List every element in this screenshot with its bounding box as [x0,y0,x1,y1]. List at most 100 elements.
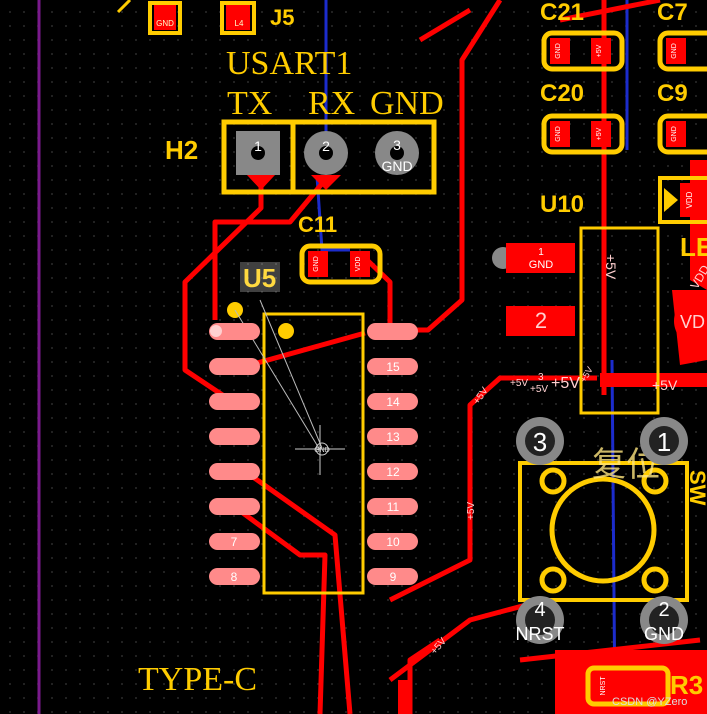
pad-teardrop [247,175,275,190]
pad-net-label: VDD [685,191,694,208]
origin-cross [295,425,345,475]
designator-j5: J5 [270,5,294,30]
pin-number: 14 [386,395,400,409]
designator-u5: U5 [243,263,276,293]
pin-number: 9 [390,570,397,584]
net-label: 3 [538,372,544,383]
pad-net-label: NRST [600,676,607,696]
u5-pin-14[interactable]: 14 [367,393,418,410]
net-label: +5V [551,375,580,392]
watermark: CSDN @YZero [612,696,687,708]
pin-number: 1 [657,427,671,457]
header-h2 [221,119,437,195]
pin-number: 13 [386,430,400,444]
header-pin-2[interactable]: 2 [304,131,348,175]
capacitor-c7[interactable]: GND [657,30,707,72]
u5-pin-8[interactable]: 8 [209,568,260,585]
u5-pin-1[interactable] [209,323,260,340]
pad-net-label: L4 [235,19,244,28]
designator-h2: H2 [165,135,198,165]
silk-rx-label: RX [308,85,355,122]
pad-net-label: VDD [355,257,362,272]
capacitor-c20[interactable]: GND +5V [541,113,625,155]
designator-r3: R3 [670,670,703,700]
pad-teardrop [311,175,341,190]
net-label: +5V [510,378,528,389]
designator-c21: C21 [540,0,584,26]
pin-number: 7 [231,535,238,549]
diode-vdd[interactable]: VDD [658,176,707,224]
net-label: +5V [603,254,619,280]
switch-pin-3[interactable]: 3 [516,417,564,465]
pin-number: 10 [386,535,400,549]
header-pin-3[interactable]: 3 GND [375,131,419,175]
u5-pin-9[interactable]: 9 [367,568,418,585]
pin-net: GND [644,624,684,644]
u5-pin-5[interactable] [209,463,260,480]
silk-corner-mark [116,0,132,14]
pad-vd[interactable]: VD [674,295,707,347]
pin-net: GND [381,158,412,174]
silk-typec-label: TYPE-C [138,661,257,698]
u5-pin-2[interactable] [209,358,260,375]
switch-pin-1[interactable]: 1 [640,417,688,465]
pad-net-label: GND [671,126,678,142]
pad-net-label: GND [313,256,320,272]
designator-c7: C7 [657,0,688,26]
pin-number: 2 [535,308,547,333]
pin-number: 1 [538,247,544,258]
pin-number: 8 [231,570,238,584]
pad-top-left-gnd[interactable]: GND [148,1,182,35]
capacitor-c11[interactable]: GND VDD [299,243,383,285]
u5-pin-4[interactable] [209,428,260,445]
pad-net-label: +5V [596,127,603,140]
resistor-r3[interactable]: NRST [585,665,671,707]
u10-pad-1[interactable]: 1 GND [492,243,575,273]
u5-pin-16[interactable] [367,323,418,340]
pad-net-label: GND [156,19,174,28]
regulator-u10[interactable]: +5V [579,226,660,415]
ic-u5[interactable]: GND [227,299,365,595]
designator-c11: C11 [298,212,337,237]
pin-number: 12 [386,465,400,479]
switch-pin-4[interactable]: 4 NRST [516,596,565,644]
pad-top-l4[interactable]: L4 [220,1,256,35]
pad-net-label: +5V [596,44,603,57]
u5-left-pads: 7 8 [209,323,260,585]
designator-led: LE [680,232,707,262]
u5-pin-7[interactable]: 7 [209,533,260,550]
pin-number: 11 [387,500,400,514]
u5-pin-11[interactable]: 11 [367,498,418,515]
switch-pin-2[interactable]: 2 GND [640,596,688,644]
u5-pin-15[interactable]: 15 [367,358,418,375]
u10-pad-2[interactable]: 2 [506,306,575,336]
reset-switch[interactable]: 复位 [518,446,689,602]
silk-gnd-label: GND [370,85,444,122]
capacitor-c9[interactable]: GND [657,113,707,155]
u5-pin-6[interactable] [209,498,260,515]
pad-net-label: GND [671,43,678,59]
net-label: +5V [530,384,548,395]
u5-pin-12[interactable]: 12 [367,463,418,480]
pin-net: NRST [516,624,565,644]
pad-net-label: GND [555,126,562,142]
u5-pin-13[interactable]: 13 [367,428,418,445]
u5-right-pads: 15 14 13 12 11 10 9 [367,323,418,585]
capacitor-c21[interactable]: GND +5V [541,30,625,72]
silk-tx-label: TX [227,85,272,122]
header-pin-1[interactable]: 1 [236,131,280,175]
pin-number: 3 [533,427,547,457]
pin-number: 3 [393,137,401,153]
designator-c9: C9 [657,80,688,107]
u5-pin-10[interactable]: 10 [367,533,418,550]
designator-sw: SW [685,470,707,506]
pad-net-label: GND [555,43,562,59]
pin-number: 2 [658,599,669,621]
pin-number: 15 [386,360,400,374]
designator-u10: U10 [540,191,584,218]
net-label: +5V [652,377,678,393]
u5-pin-3[interactable] [209,393,260,410]
net-label: +5V [466,502,477,520]
